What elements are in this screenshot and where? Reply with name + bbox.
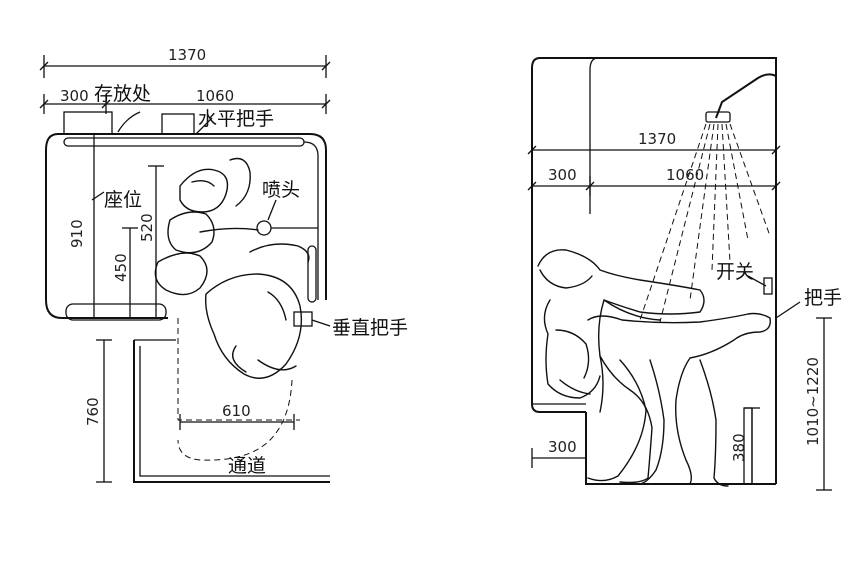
passage-wall-outer <box>133 340 330 483</box>
grab-bar-leader <box>775 301 801 319</box>
shower-head-label: 喷头 <box>262 179 300 201</box>
horizontal-rail-label: 水平把手 <box>198 108 274 130</box>
plan-dim-seat-offset-label: 450 <box>112 253 130 282</box>
stall-wall-left <box>45 133 168 319</box>
storage-box-left <box>63 111 113 135</box>
plan-dim-seat-offset: 450 <box>112 227 138 319</box>
plan-dim-passage: 760 <box>84 339 112 483</box>
passage-label: 通道 <box>228 455 266 477</box>
elev-dim-rail-label: 1060 <box>666 166 704 184</box>
water-spray <box>639 123 771 323</box>
plan-figure-seated <box>154 157 259 296</box>
storage-leader <box>117 111 141 133</box>
elev-dim-seat-height: 300 <box>531 438 587 468</box>
elev-wall-left <box>531 57 586 413</box>
turning-arc <box>177 379 293 461</box>
switch-box <box>763 277 773 295</box>
rail-corner <box>303 141 319 300</box>
elev-dim-seat-height-label: 300 <box>548 438 577 456</box>
elev-wall-back <box>540 57 777 484</box>
plan-dim-total-label: 1370 <box>168 46 206 64</box>
horizontal-rail <box>63 137 305 147</box>
vertical-rail-label: 垂直把手 <box>332 317 408 339</box>
plan-dim-clearance-label: 610 <box>222 402 251 420</box>
plan-dim-rail-offset: 520 <box>138 165 164 318</box>
elev-floor <box>585 412 776 485</box>
plan-dim-rail-offset-label: 520 <box>138 213 156 242</box>
vertical-rail-mount <box>293 311 313 327</box>
elev-dim-grab-height-label: 1010~1220 <box>804 357 822 446</box>
elev-figure-standing <box>587 312 771 487</box>
plan-dim-split: 300 1060 <box>39 87 331 114</box>
shower-head <box>256 220 272 236</box>
elev-dim-grab-height: 1010~1220 <box>804 317 832 491</box>
seat-bench <box>65 303 167 321</box>
plan-dim-rail-label: 1060 <box>196 87 234 105</box>
vertical-rail <box>307 245 317 303</box>
seat-label: 座位 <box>104 189 142 211</box>
plan-dim-clearance: 610 <box>179 402 295 430</box>
plan-dim-storage-label: 300 <box>60 87 89 105</box>
switch-label: 开关 <box>716 261 754 283</box>
grab-bar-label: 把手 <box>804 287 842 309</box>
plan-dim-depth-label: 910 <box>68 219 86 248</box>
vertical-rail-leader <box>311 319 331 327</box>
elev-figure-bending <box>537 249 705 484</box>
shower-head-leader <box>267 199 277 221</box>
elev-dim-total-label: 1370 <box>638 130 676 148</box>
plan-dim-depth: 910 <box>68 133 102 319</box>
plan-view: 1370 300 1060 存放处 水平把手 座位 <box>39 46 408 483</box>
passage-path <box>177 318 300 421</box>
elev-dim-total: 1370 <box>527 130 781 155</box>
plan-dim-passage-label: 760 <box>84 397 102 426</box>
shower-pipe <box>715 73 777 119</box>
elev-dim-split: 300 1060 <box>527 166 781 196</box>
plan-figure-wheelchair <box>204 243 310 379</box>
switch-leader <box>747 275 767 287</box>
elevation-view: 1370 300 1060 开关 把手 <box>527 57 842 491</box>
elev-partition <box>589 57 599 214</box>
elev-dim-seat-depth-label: 300 <box>548 166 577 184</box>
plan-dim-total: 1370 <box>39 46 331 78</box>
horizontal-rail-leader <box>195 117 213 135</box>
passage-wall-inner <box>139 346 330 477</box>
elev-shower-head <box>705 111 731 123</box>
elev-dim-bench-height-label: 380 <box>730 433 748 462</box>
stall-wall-top <box>58 133 327 300</box>
elev-dim-bench-height: 380 <box>730 407 760 484</box>
elev-figure-seated <box>543 299 601 399</box>
storage-label: 存放处 <box>94 83 151 105</box>
storage-box-right <box>161 113 195 135</box>
